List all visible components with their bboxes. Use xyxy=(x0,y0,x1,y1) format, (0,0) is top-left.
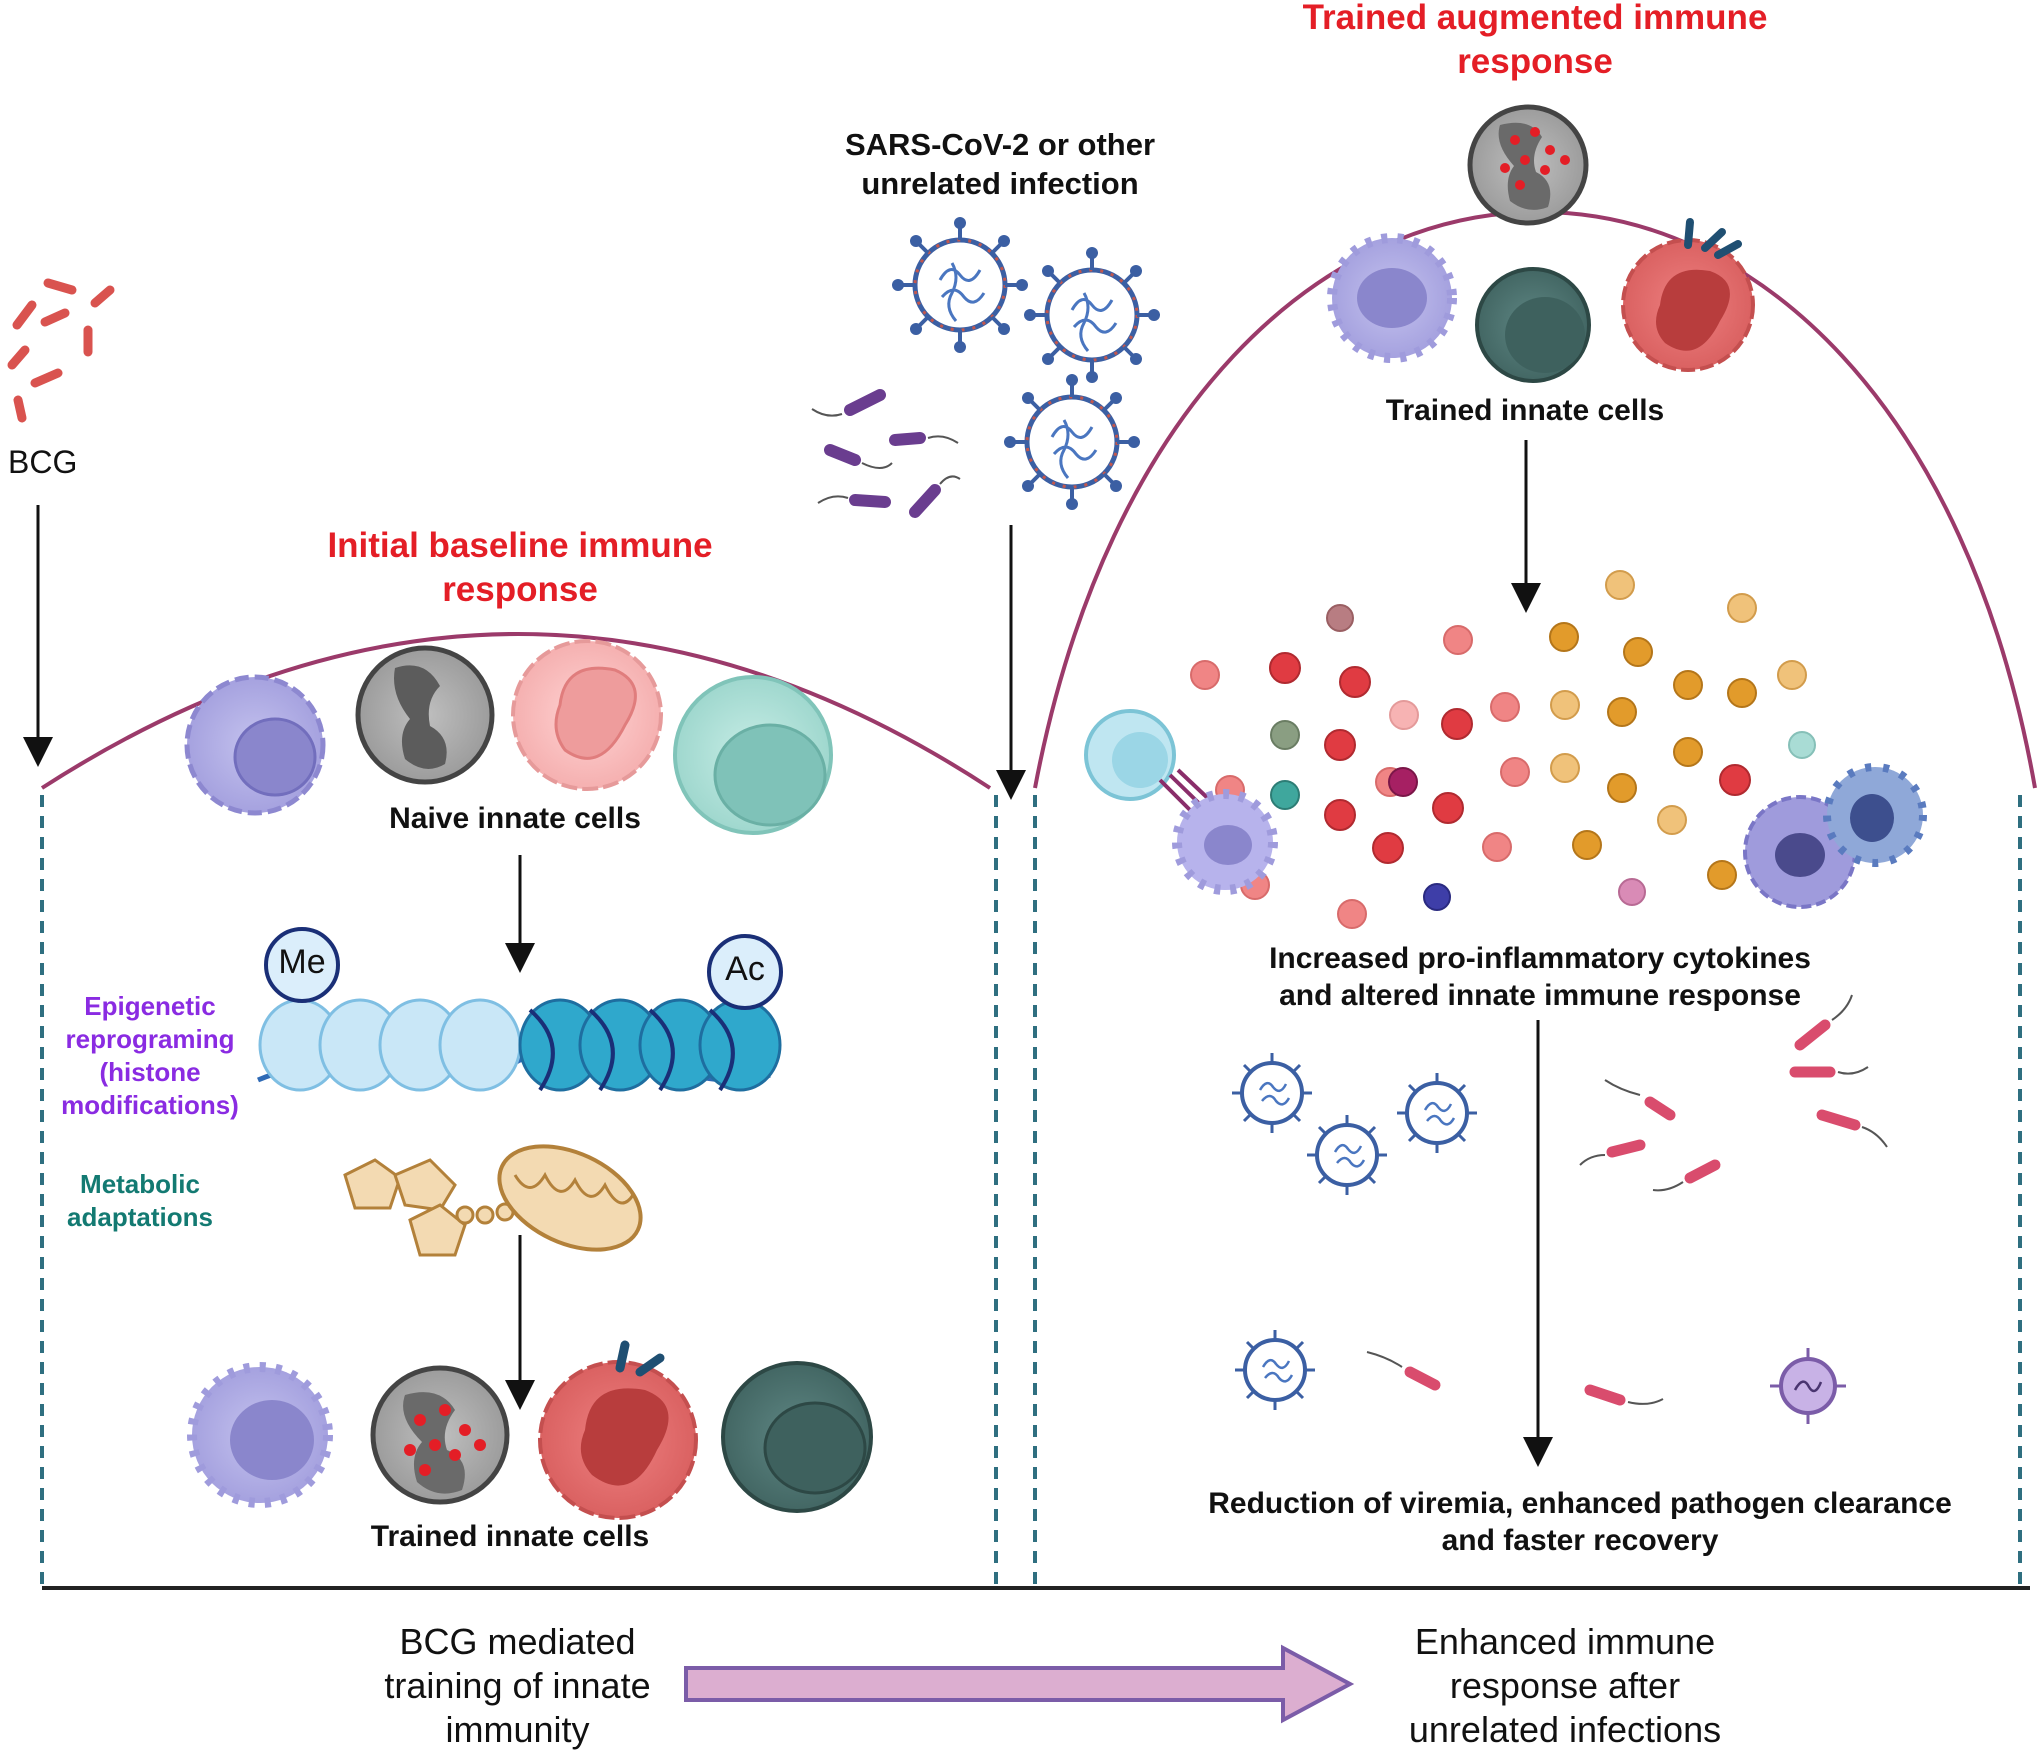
macrophage-right-icon xyxy=(1743,795,1857,909)
nk-cell-icon xyxy=(673,675,833,835)
bacterium-pink-icon xyxy=(1404,1019,1861,1406)
cytokine-icon xyxy=(1190,570,1816,929)
bacterium-icon xyxy=(824,389,941,518)
trained-monocyte-icon xyxy=(538,1340,698,1520)
dendritic-cell-left-icon xyxy=(1172,789,1278,895)
reduction-label: Reduction of viremia, enhanced pathogen … xyxy=(1180,1485,1980,1559)
epigenetic-label: Epigenetic reprograming (histone modific… xyxy=(55,990,245,1122)
enveloped-virus-icon xyxy=(1770,1348,1846,1424)
trained-neutrophil-top-icon xyxy=(1467,104,1589,226)
bacterium-flagella xyxy=(811,408,961,504)
ac-label: Ac xyxy=(725,950,765,988)
infection-label: SARS-CoV-2 or other unrelated infection xyxy=(815,125,1185,203)
cytokines-label: Increased pro-inflammatory cytokines and… xyxy=(1240,940,1840,1014)
t-cell-icon xyxy=(1084,709,1217,822)
trained-neutrophil-icon xyxy=(370,1365,510,1505)
bacterium-pink-flagella xyxy=(1366,994,1888,1405)
progression-arrow xyxy=(684,1644,1355,1724)
initial-response-title: Initial baseline immune response xyxy=(300,524,740,612)
reduction-label-text: Reduction of viremia, enhanced pathogen … xyxy=(1208,1487,1952,1557)
bottom-left-label-text: BCG mediated training of innate immunity xyxy=(384,1621,651,1750)
virus-icon xyxy=(892,217,1160,510)
mitochondrion-icon xyxy=(497,1144,643,1252)
trained-macrophage-top-icon xyxy=(1327,233,1457,363)
initial-response-title-text: Initial baseline immune response xyxy=(327,526,713,609)
infection-label-text: SARS-CoV-2 or other unrelated infection xyxy=(844,127,1156,201)
trained-response-title-text: Trained augmented immune response xyxy=(1302,0,1768,81)
bottom-right-label: Enhanced immune response after unrelated… xyxy=(1380,1620,1750,1752)
trained-cells-right-label: Trained innate cells xyxy=(1385,394,1665,427)
neutrophil-icon xyxy=(355,645,495,785)
bcg-label: BCG xyxy=(8,444,78,480)
me-label: Me xyxy=(278,943,326,981)
bottom-right-label-text: Enhanced immune response after unrelated… xyxy=(1408,1621,1722,1750)
atp-icon xyxy=(343,1158,515,1257)
macrophage-icon xyxy=(184,674,326,816)
bottom-left-label: BCG mediated training of innate immunity xyxy=(360,1620,675,1752)
monocyte-icon xyxy=(511,639,663,791)
dendritic-cell-right-icon xyxy=(1823,763,1927,867)
metabolic-label-text: Metabolic adaptations xyxy=(67,1169,213,1232)
trained-macrophage-icon xyxy=(187,1362,333,1508)
metabolic-label: Metabolic adaptations xyxy=(55,1168,225,1234)
bcg-bacilli-icon xyxy=(7,278,115,423)
trained-response-title: Trained augmented immune response xyxy=(1275,0,1795,84)
histone-icon xyxy=(257,927,783,1092)
cytokines-label-text: Increased pro-inflammatory cytokines and… xyxy=(1269,942,1811,1012)
epigenetic-label-text: Epigenetic reprograming (histone modific… xyxy=(61,991,239,1120)
trained-cells-left-label: Trained innate cells xyxy=(370,1520,650,1553)
baseline-response-curve xyxy=(40,632,992,790)
trained-nk-cell-icon xyxy=(721,1361,873,1513)
naive-cells-label: Naive innate cells xyxy=(389,802,641,835)
trained-monocyte-top-icon xyxy=(1621,218,1755,372)
trained-nk-top-icon xyxy=(1475,267,1591,383)
virus-small-icon xyxy=(1230,1051,1479,1412)
